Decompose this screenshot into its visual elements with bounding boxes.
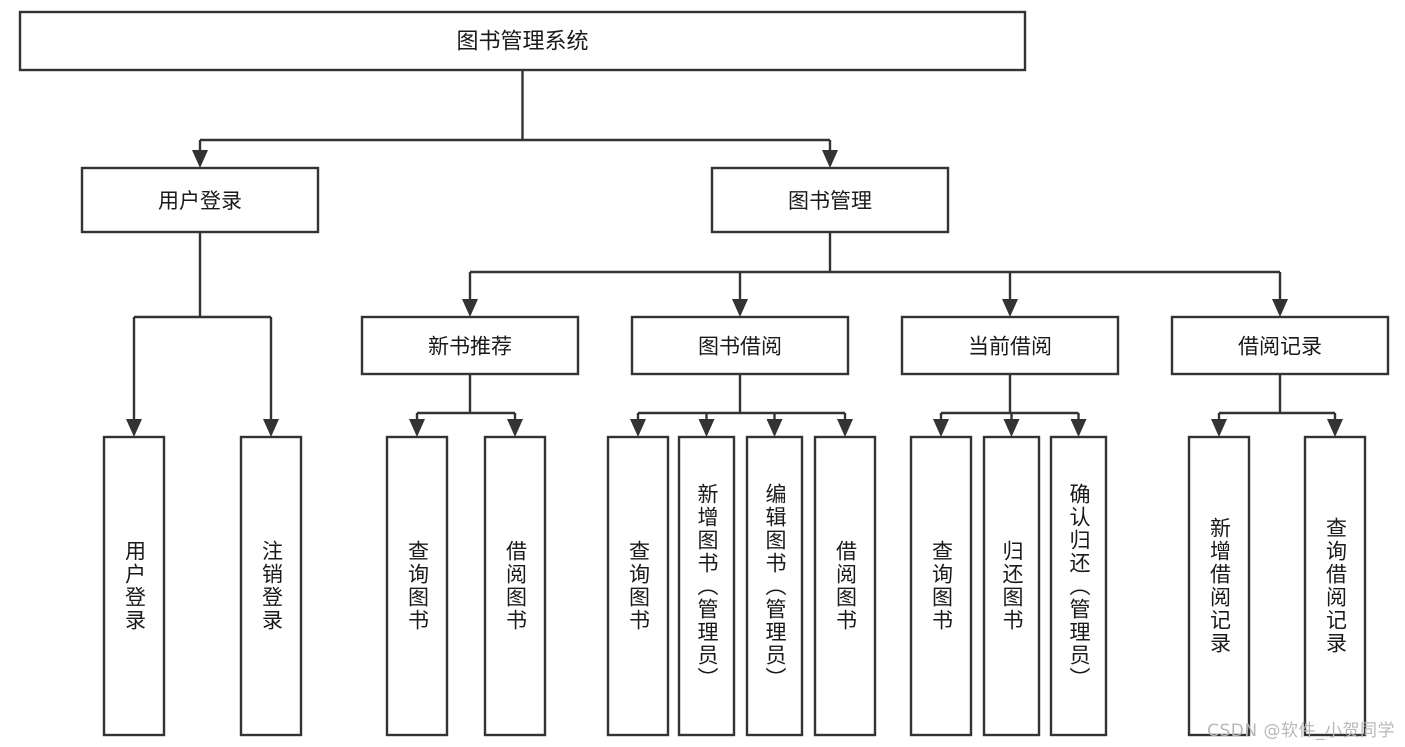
- leaf-box-8[interactable]: [909, 435, 973, 737]
- leaf-box-2[interactable]: [385, 435, 449, 737]
- mgmt-to-l3-arrow-3: [1272, 299, 1288, 317]
- l3-1-to-leaf-arrow-3: [837, 419, 853, 437]
- root-to-l2-arrow-0: [192, 150, 208, 168]
- userlogin-to-leaf-arrow-1: [263, 419, 279, 437]
- l3-2-to-leaf-arrow-2: [1070, 419, 1087, 437]
- node-e794a8e688b7e799bbe5bd95-label: 用户登录: [158, 189, 242, 213]
- leaf-box-9[interactable]: [982, 435, 1041, 737]
- leaf-box-0[interactable]: [102, 435, 166, 737]
- l3-3-to-leaf-arrow-0: [1211, 419, 1227, 437]
- l3-1-to-leaf-arrow-1: [698, 419, 715, 437]
- leaf-box-1[interactable]: [239, 435, 303, 737]
- leaf-box-3[interactable]: [483, 435, 547, 737]
- node-e696b0e4b9a6e68ea8e88d90-label: 新书推荐: [428, 335, 512, 359]
- mgmt-to-l3-arrow-1: [732, 299, 748, 317]
- leaf-box-5[interactable]: [677, 435, 736, 737]
- l3-0-to-leaf-arrow-0: [409, 419, 425, 437]
- l3-1-to-leaf-arrow-2: [766, 419, 783, 437]
- l3-0-to-leaf-arrow-1: [507, 419, 523, 437]
- node-e59bbee4b9a6e7aea1e79086-box[interactable]: [710, 166, 950, 234]
- leaf-box-11[interactable]: [1187, 435, 1251, 737]
- root-to-l2-arrow-1: [822, 150, 838, 168]
- leaf-box-12[interactable]: [1303, 435, 1367, 737]
- node-e59bbee4b9a6e5809fe99885-box[interactable]: [630, 315, 850, 376]
- l3-2-to-leaf-arrow-0: [933, 419, 949, 437]
- node-e5809fe99885e8aeb0e5bd95-box[interactable]: [1170, 315, 1390, 376]
- node-e696b0e4b9a6e68ea8e88d90-box[interactable]: [360, 315, 580, 376]
- node-e5bd93e5898de5809fe99885-box[interactable]: [900, 315, 1120, 376]
- root-title-label: 图书管理系统: [456, 30, 588, 55]
- node-e794a8e688b7e799bbe5bd95-box[interactable]: [80, 166, 320, 234]
- l3-1-to-leaf-arrow-0: [630, 419, 646, 437]
- leaf-box-7[interactable]: [813, 435, 877, 737]
- l3-2-to-leaf-arrow-1: [1003, 419, 1020, 437]
- leaf-box-6[interactable]: [745, 435, 804, 737]
- l3-3-to-leaf-arrow-1: [1327, 419, 1343, 437]
- userlogin-to-leaf-arrow-0: [126, 419, 142, 437]
- mgmt-to-l3-arrow-2: [1002, 299, 1018, 317]
- node-e5809fe99885e8aeb0e5bd95-label: 借阅记录: [1238, 335, 1322, 359]
- leaf-box-4[interactable]: [606, 435, 670, 737]
- connector-layer: [126, 70, 1343, 437]
- mgmt-to-l3-arrow-0: [462, 299, 478, 317]
- leaf-box-10[interactable]: [1049, 435, 1108, 737]
- node-e5bd93e5898de5809fe99885-label: 当前借阅: [968, 335, 1052, 359]
- node-e59bbee4b9a6e5809fe99885-label: 图书借阅: [698, 335, 782, 359]
- node-box-layer: [18, 10, 1390, 737]
- node-e59bbee4b9a6e7aea1e79086e7b3bbe7bb9f-root-box[interactable]: [18, 10, 1027, 72]
- node-e59bbee4b9a6e7aea1e79086-label: 图书管理: [788, 189, 872, 213]
